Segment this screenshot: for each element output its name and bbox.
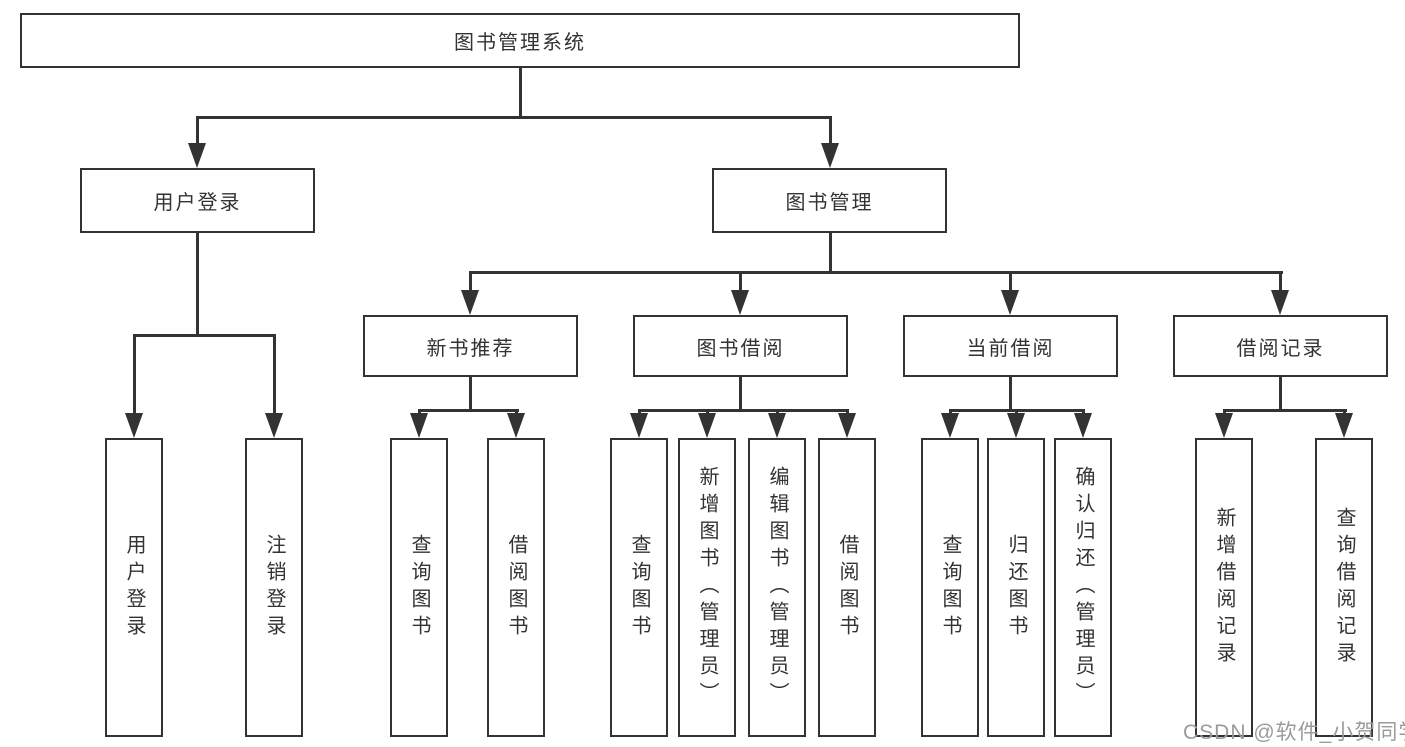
node-leaf-rcd-add-record-label: 新增借阅记录 — [1213, 506, 1235, 669]
connector-drop-user-login-leaf — [133, 335, 136, 416]
connector-branch-records — [1223, 409, 1347, 412]
node-leaf-logout-label: 注销登录 — [263, 533, 285, 642]
connector-branch-borrow — [638, 409, 849, 412]
arrowhead-rcd-query — [1335, 413, 1353, 438]
arrowhead-bor-add — [698, 413, 716, 438]
arrowhead-current — [1001, 290, 1019, 315]
node-leaf-cur-query-book-label: 查询图书 — [939, 533, 961, 642]
arrowhead-cur-confirm — [1074, 413, 1092, 438]
arrowhead-new-rec — [461, 290, 479, 315]
arrowhead-user-login — [188, 143, 206, 168]
node-leaf-rcd-add-record: 新增借阅记录 — [1195, 438, 1253, 737]
node-borrow-records: 借阅记录 — [1173, 315, 1388, 377]
connector-l1-branch — [196, 116, 832, 119]
node-book-borrow-label: 图书借阅 — [696, 337, 785, 360]
connector-branch-new-rec — [418, 409, 519, 412]
node-leaf-bor-query-book-label: 查询图书 — [628, 533, 650, 642]
arrowhead-logout — [265, 413, 283, 438]
node-leaf-rec-borrow-book: 借阅图书 — [487, 438, 545, 737]
node-leaf-cur-return-book-label: 归还图书 — [1005, 533, 1027, 642]
connector-stem-current — [1009, 377, 1012, 412]
node-user-login-label: 用户登录 — [153, 192, 242, 214]
connector-drop-logout — [273, 335, 276, 416]
csdn-watermark: CSDN @软件_小贺同学 — [1183, 721, 1405, 744]
node-new-book-rec: 新书推荐 — [363, 315, 578, 377]
arrowhead-bor-query — [630, 413, 648, 438]
connector-stub-records — [1279, 272, 1282, 292]
connector-stub-current — [1009, 272, 1012, 292]
node-current-borrow-label: 当前借阅 — [966, 337, 1055, 360]
arrowhead-rec-borrow — [507, 413, 525, 438]
connector-stub-new-rec — [469, 272, 472, 292]
connector-stub-book-mgmt — [829, 117, 832, 145]
node-leaf-rec-borrow-book-label: 借阅图书 — [505, 533, 527, 642]
connector-stub-borrow — [739, 272, 742, 292]
node-current-borrow: 当前借阅 — [903, 315, 1118, 377]
node-root-label: 图书管理系统 — [454, 32, 586, 54]
node-leaf-cur-confirm-return-label: 确认归还（管理员） — [1072, 466, 1094, 709]
node-leaf-bor-edit-book: 编辑图书（管理员） — [748, 438, 806, 737]
arrowhead-rcd-add — [1215, 413, 1233, 438]
arrowhead-user-login-leaf — [125, 413, 143, 438]
node-leaf-bor-edit-book-label: 编辑图书（管理员） — [766, 466, 788, 709]
node-leaf-user-login: 用户登录 — [105, 438, 163, 737]
arrowhead-bor-borrow — [838, 413, 856, 438]
connector-stem-user-login — [196, 233, 199, 337]
node-user-login: 用户登录 — [80, 168, 315, 233]
arrowhead-rec-query — [410, 413, 428, 438]
node-leaf-cur-query-book: 查询图书 — [921, 438, 979, 737]
arrowhead-bor-edit — [768, 413, 786, 438]
node-book-mgmt-label: 图书管理 — [785, 192, 874, 214]
node-borrow-records-label: 借阅记录 — [1236, 337, 1325, 360]
arrowhead-borrow — [731, 290, 749, 315]
node-leaf-bor-add-book: 新增图书（管理员） — [678, 438, 736, 737]
connector-stem-borrow — [739, 377, 742, 412]
node-leaf-user-login-label: 用户登录 — [123, 533, 145, 642]
arrowhead-records — [1271, 290, 1289, 315]
node-leaf-rec-query-book: 查询图书 — [390, 438, 448, 737]
connector-branch-book-mgmt — [469, 271, 1283, 274]
node-book-mgmt: 图书管理 — [712, 168, 947, 233]
arrowhead-cur-return — [1007, 413, 1025, 438]
node-leaf-logout: 注销登录 — [245, 438, 303, 737]
arrowhead-book-mgmt — [821, 143, 839, 168]
node-leaf-cur-confirm-return: 确认归还（管理员） — [1054, 438, 1112, 737]
connector-stem-new-rec — [469, 377, 472, 412]
node-leaf-rec-query-book-label: 查询图书 — [408, 533, 430, 642]
node-root: 图书管理系统 — [20, 13, 1020, 68]
node-leaf-bor-add-book-label: 新增图书（管理员） — [696, 466, 718, 709]
node-leaf-cur-return-book: 归还图书 — [987, 438, 1045, 737]
connector-branch-user-login — [133, 334, 276, 337]
connector-stub-user-login — [196, 117, 199, 145]
connector-stem-records — [1279, 377, 1282, 412]
arrowhead-cur-query — [941, 413, 959, 438]
connector-root-trunk — [519, 68, 522, 119]
node-leaf-bor-query-book: 查询图书 — [610, 438, 668, 737]
node-leaf-bor-borrow-book-label: 借阅图书 — [836, 533, 858, 642]
node-new-book-rec-label: 新书推荐 — [426, 337, 515, 360]
connector-stem-book-mgmt — [829, 233, 832, 274]
node-book-borrow: 图书借阅 — [633, 315, 848, 377]
node-leaf-rcd-query-record-label: 查询借阅记录 — [1333, 506, 1355, 669]
node-leaf-rcd-query-record: 查询借阅记录 — [1315, 438, 1373, 737]
node-leaf-bor-borrow-book: 借阅图书 — [818, 438, 876, 737]
